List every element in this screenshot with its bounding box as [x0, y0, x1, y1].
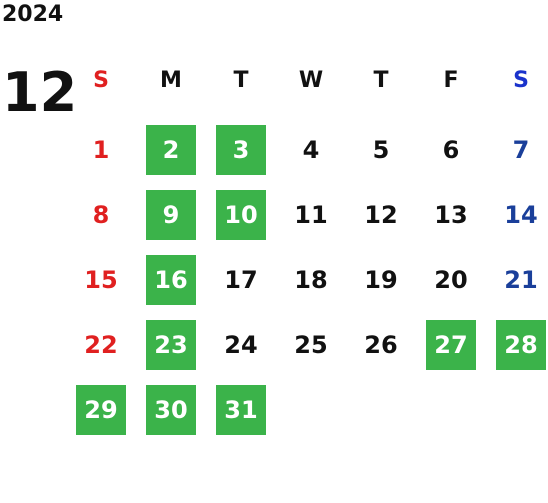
day-cell[interactable]: 14 — [504, 201, 538, 229]
day-cell-highlighted[interactable]: 28 — [496, 320, 546, 370]
day-cell[interactable]: 22 — [84, 331, 118, 359]
weekday-header: S — [513, 67, 529, 93]
day-cell-highlighted[interactable]: 27 — [426, 320, 476, 370]
day-cell-highlighted[interactable]: 31 — [216, 385, 266, 435]
day-cell[interactable]: 15 — [84, 266, 118, 294]
day-cell[interactable]: 18 — [294, 266, 328, 294]
day-cell[interactable]: 17 — [224, 266, 258, 294]
weekday-header: M — [160, 67, 182, 93]
day-cell-highlighted[interactable]: 29 — [76, 385, 126, 435]
day-cell-highlighted[interactable]: 30 — [146, 385, 196, 435]
day-cell-highlighted[interactable]: 16 — [146, 255, 196, 305]
weekday-header: T — [233, 67, 249, 93]
day-cell[interactable]: 12 — [364, 201, 398, 229]
day-cell[interactable]: 4 — [302, 136, 320, 164]
day-cell[interactable]: 19 — [364, 266, 398, 294]
year-label: 2024 — [2, 2, 64, 27]
day-cell-highlighted[interactable]: 3 — [216, 125, 266, 175]
day-cell-highlighted[interactable]: 9 — [146, 190, 196, 240]
day-cell[interactable]: 1 — [92, 136, 110, 164]
day-cell[interactable]: 6 — [442, 136, 460, 164]
day-cell[interactable]: 13 — [434, 201, 468, 229]
day-cell[interactable]: 26 — [364, 331, 398, 359]
day-cell[interactable]: 7 — [512, 136, 530, 164]
weekday-header: T — [373, 67, 389, 93]
day-cell[interactable]: 11 — [294, 201, 328, 229]
day-cell[interactable]: 21 — [504, 266, 538, 294]
day-cell[interactable]: 5 — [372, 136, 390, 164]
day-cell[interactable]: 24 — [224, 331, 258, 359]
day-cell-highlighted[interactable]: 10 — [216, 190, 266, 240]
weekday-header: F — [443, 67, 459, 93]
day-cell[interactable]: 20 — [434, 266, 468, 294]
weekday-header: S — [93, 67, 109, 93]
day-cell[interactable]: 25 — [294, 331, 328, 359]
weekday-header: W — [298, 67, 324, 93]
day-cell[interactable]: 8 — [92, 201, 110, 229]
day-cell-highlighted[interactable]: 23 — [146, 320, 196, 370]
day-cell-highlighted[interactable]: 2 — [146, 125, 196, 175]
month-label: 12 — [2, 61, 78, 124]
